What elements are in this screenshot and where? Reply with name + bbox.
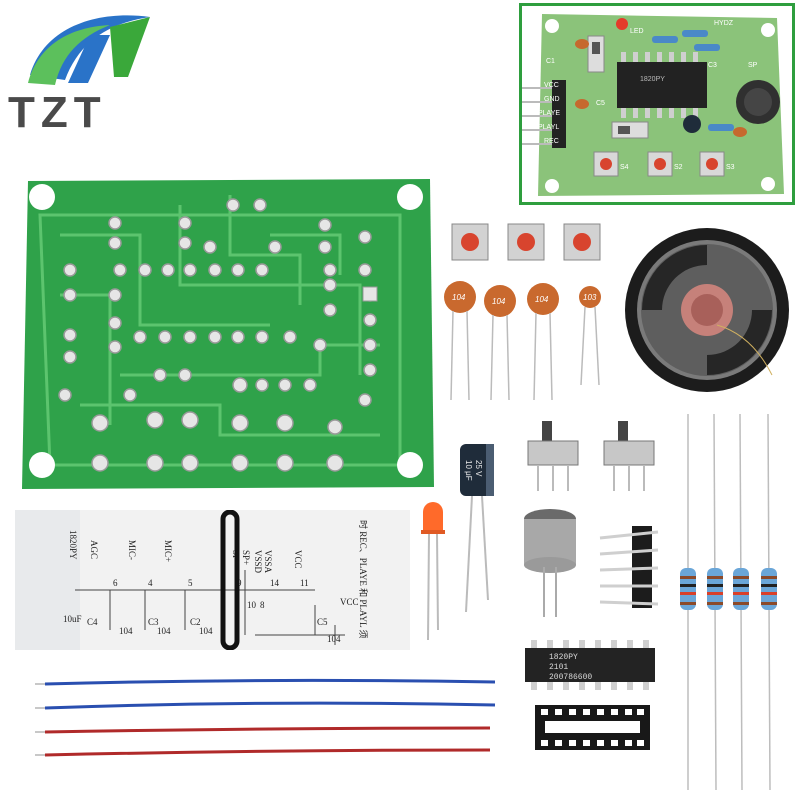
ic-line3: 200786600 [549,673,592,682]
sheet-cap-c5: C5 [317,617,328,627]
silk-s4: S4 [620,164,629,171]
sheet-pin-mic-minus: MIC- [127,540,137,560]
slide-switches [520,415,670,495]
sheet-pin-vcc: VCC [293,550,303,569]
tzt-logo-mark [28,15,150,85]
silk-c1: C1 [546,58,555,65]
slide-switch [527,421,579,491]
sheet-pin-vssd: VSSD [253,550,263,574]
sheet-pin-num-11: 11 [300,578,309,588]
board-ic [617,62,707,108]
elec-voltage: 25 V [474,460,483,477]
silk-led: LED [630,28,644,35]
ceramic-cap: 103 [579,286,601,386]
silk-c5: C5 [596,100,605,107]
speaker [622,225,792,395]
resistor [761,568,777,610]
sheet-pin-agc: AGC [89,540,99,559]
resistor [733,568,749,610]
cap-code: 104 [535,295,549,304]
sheet-vcc: VCC [340,597,359,607]
silk-playe: PLAYE [538,110,561,117]
silk-rec: REC [544,138,559,145]
assembled-board-inset: LED HYDZ SP C1 C3 C5 VCC GND PLAYE PLAYL… [519,3,795,205]
pin-header [598,520,660,610]
silk-gnd: GND [544,96,560,103]
ic-line2: 2101 [549,663,568,672]
jumper-wires [35,670,505,770]
ceramic-capacitors: 104 104 104 103 [435,275,615,405]
sheet-cap-c2: C2 [190,617,201,627]
blue-wire [35,678,496,686]
silk-vcc: VCC [544,82,559,89]
header-pins [522,80,566,148]
sheet-chinese-text: 时 REC、PLAYE 和 PLAYL 须 [358,520,369,639]
tactile-button [451,223,489,261]
sheet-pin-num-6: 6 [113,578,118,588]
board-buttons [593,151,725,177]
tactile-button [507,223,545,261]
assembled-board-photo [522,14,784,196]
sheet-pin-mic-plus: MIC+ [163,540,173,562]
sheet-pin-sp-plus: SP+ [241,550,251,565]
red-led [418,500,448,650]
logo-text: TZT [8,88,107,137]
tactile-buttons [450,220,610,270]
ic-chip: 1820PY 2101 200786600 [525,640,655,690]
ic-line1: 1820PY [549,653,578,662]
sheet-pin-num-8: 8 [260,600,265,610]
tactile-button [563,223,601,261]
resistor [707,568,723,610]
rubber-band [220,509,240,651]
sheet-cap-value: 104 [157,626,171,636]
elec-value: 10 μF [464,460,473,481]
red-wire [35,748,491,757]
red-wire [35,726,491,734]
cap-code: 104 [492,297,506,306]
silk-s3: S3 [726,164,735,171]
sheet-cap-value: 104 [327,634,341,644]
sheet-chip-ref: 1820PY [68,530,78,560]
sheet-cap-value: 104 [199,626,213,636]
tzt-logo [10,5,160,95]
sheet-pin-num-4: 4 [148,578,153,588]
bare-pcb [20,175,435,490]
silk-chip: 1820PY [640,76,665,83]
silk-playl: PLAYL [538,124,560,131]
silk-brand: HYDZ [714,20,734,27]
ceramic-cap: 104 [444,281,476,401]
sheet-pin-num-10: 10 [247,600,257,610]
sheet-pin-num-5: 5 [188,578,193,588]
resistors [672,410,792,795]
cap-code: 104 [452,293,466,302]
microphone [520,505,580,620]
ceramic-cap: 104 [527,283,559,401]
sheet-pin-vssa: VSSA [263,550,273,574]
cap-code: 103 [583,293,597,302]
instruction-sheet: 1820PY AGC MIC- MIC+ VSSD VSSA VCC SP- S… [15,509,410,651]
sheet-pin-num-14: 14 [270,578,280,588]
electrolytic-capacitor: 10 μF 25 V [452,440,502,615]
ic-socket [535,705,650,750]
silk-c3: C3 [708,62,717,69]
sheet-cap-c3: C3 [148,617,159,627]
sheet-c4-value: 10uF [63,614,82,624]
board-electrolytic [683,115,701,133]
silk-sp: SP [748,62,758,69]
silk-s2: S2 [674,164,683,171]
board-led [616,18,628,30]
pcb-pads [58,198,377,472]
blue-wire [35,701,496,710]
bare-pcb-photo [22,179,434,489]
ceramic-cap: 104 [484,285,516,401]
resistor [680,568,696,610]
slide-switch [603,421,655,491]
sheet-cap-c4: C4 [87,617,98,627]
board-resistors [652,30,734,131]
sheet-cap-value: 104 [119,626,133,636]
